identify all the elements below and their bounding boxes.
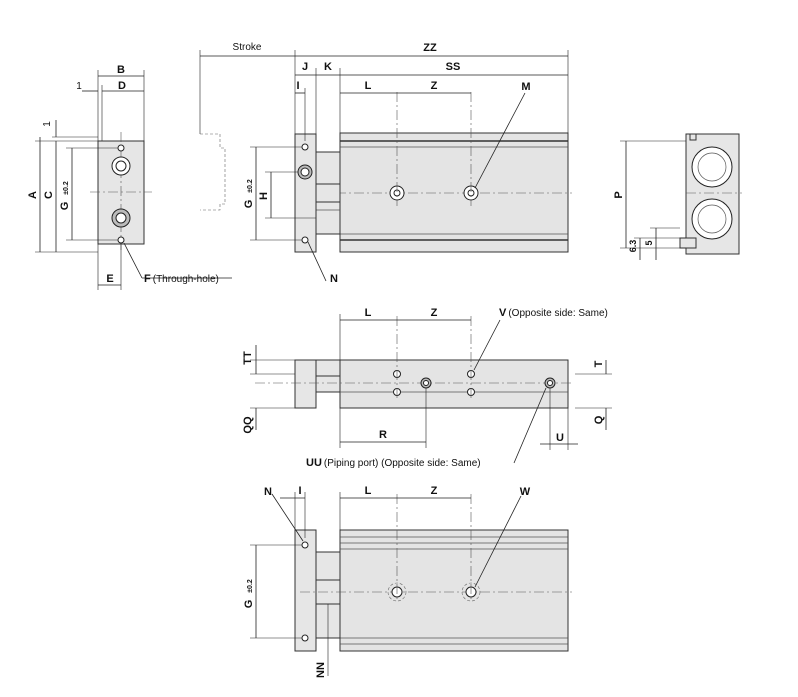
dim-tol-g-top: ±0.2 bbox=[247, 179, 254, 193]
dim-label-a: A bbox=[27, 191, 39, 199]
dim-label-q: Q bbox=[593, 415, 605, 424]
dim-label-i-top: I bbox=[296, 80, 299, 92]
dim-label-t: T bbox=[593, 360, 605, 367]
dim-label-g-top: G bbox=[243, 200, 255, 209]
end-view-right: P 6.3 5 bbox=[613, 133, 742, 260]
dim-label-b: B bbox=[117, 64, 125, 76]
callout-n-top: N bbox=[330, 273, 338, 285]
callout-n-bottom: N bbox=[264, 486, 272, 498]
dim-label-1-top: 1 bbox=[76, 81, 82, 92]
dim-tol-g-left: ±0.2 bbox=[63, 181, 70, 195]
dim-label-nn: NN bbox=[315, 662, 327, 678]
dim-label-z-bottom: Z bbox=[431, 485, 438, 497]
callout-m: M bbox=[521, 81, 530, 93]
top-view-middle: L Z V(Opposite side: Same) TT QQ T Q R U… bbox=[242, 307, 612, 469]
dim-label-ss: SS bbox=[446, 61, 461, 73]
dim-label-c: C bbox=[43, 191, 55, 199]
dim-label-l-top: L bbox=[365, 80, 372, 92]
callout-uu: UU(Piping port) (Opposite side: Same) bbox=[306, 457, 481, 469]
dim-label-tt: TT bbox=[242, 351, 254, 365]
dim-label-5: 5 bbox=[644, 240, 654, 245]
dim-label-l-mid: L bbox=[365, 307, 372, 319]
dim-label-p: P bbox=[613, 191, 625, 198]
dim-label-j: J bbox=[302, 61, 308, 73]
end-view-left: B D 1 1 A C G ±0.2 E F(Through-hole) bbox=[27, 64, 232, 290]
dim-label-g-bottom: G bbox=[243, 600, 255, 609]
dim-label-h: H bbox=[258, 192, 270, 200]
dim-label-1-left: 1 bbox=[42, 121, 53, 127]
side-view-bottom: N I L Z W G ±0.2 NN bbox=[243, 485, 572, 678]
dim-label-d: D bbox=[118, 80, 126, 92]
dim-label-6-3: 6.3 bbox=[628, 240, 638, 253]
dim-label-e: E bbox=[106, 273, 113, 285]
callout-w: W bbox=[520, 486, 531, 498]
dim-label-stroke: Stroke bbox=[233, 42, 262, 53]
dim-label-z-mid: Z bbox=[431, 307, 438, 319]
dim-label-g-left: G bbox=[59, 202, 71, 211]
dim-label-l-bottom: L bbox=[365, 485, 372, 497]
dim-label-z-top: Z bbox=[431, 80, 438, 92]
callout-v: V(Opposite side: Same) bbox=[499, 307, 608, 319]
dim-label-qq: QQ bbox=[242, 416, 254, 434]
dim-label-k: K bbox=[324, 61, 332, 73]
dim-label-u: U bbox=[556, 432, 564, 444]
side-view-top: Stroke ZZ J K SS I L Z M G ±0.2 H N bbox=[199, 42, 572, 285]
dim-tol-g-bottom: ±0.2 bbox=[247, 579, 254, 593]
dim-label-r: R bbox=[379, 429, 387, 441]
dim-label-i-bottom: I bbox=[298, 485, 301, 497]
dim-label-zz: ZZ bbox=[423, 42, 437, 54]
callout-f: F(Through-hole) bbox=[144, 273, 219, 285]
